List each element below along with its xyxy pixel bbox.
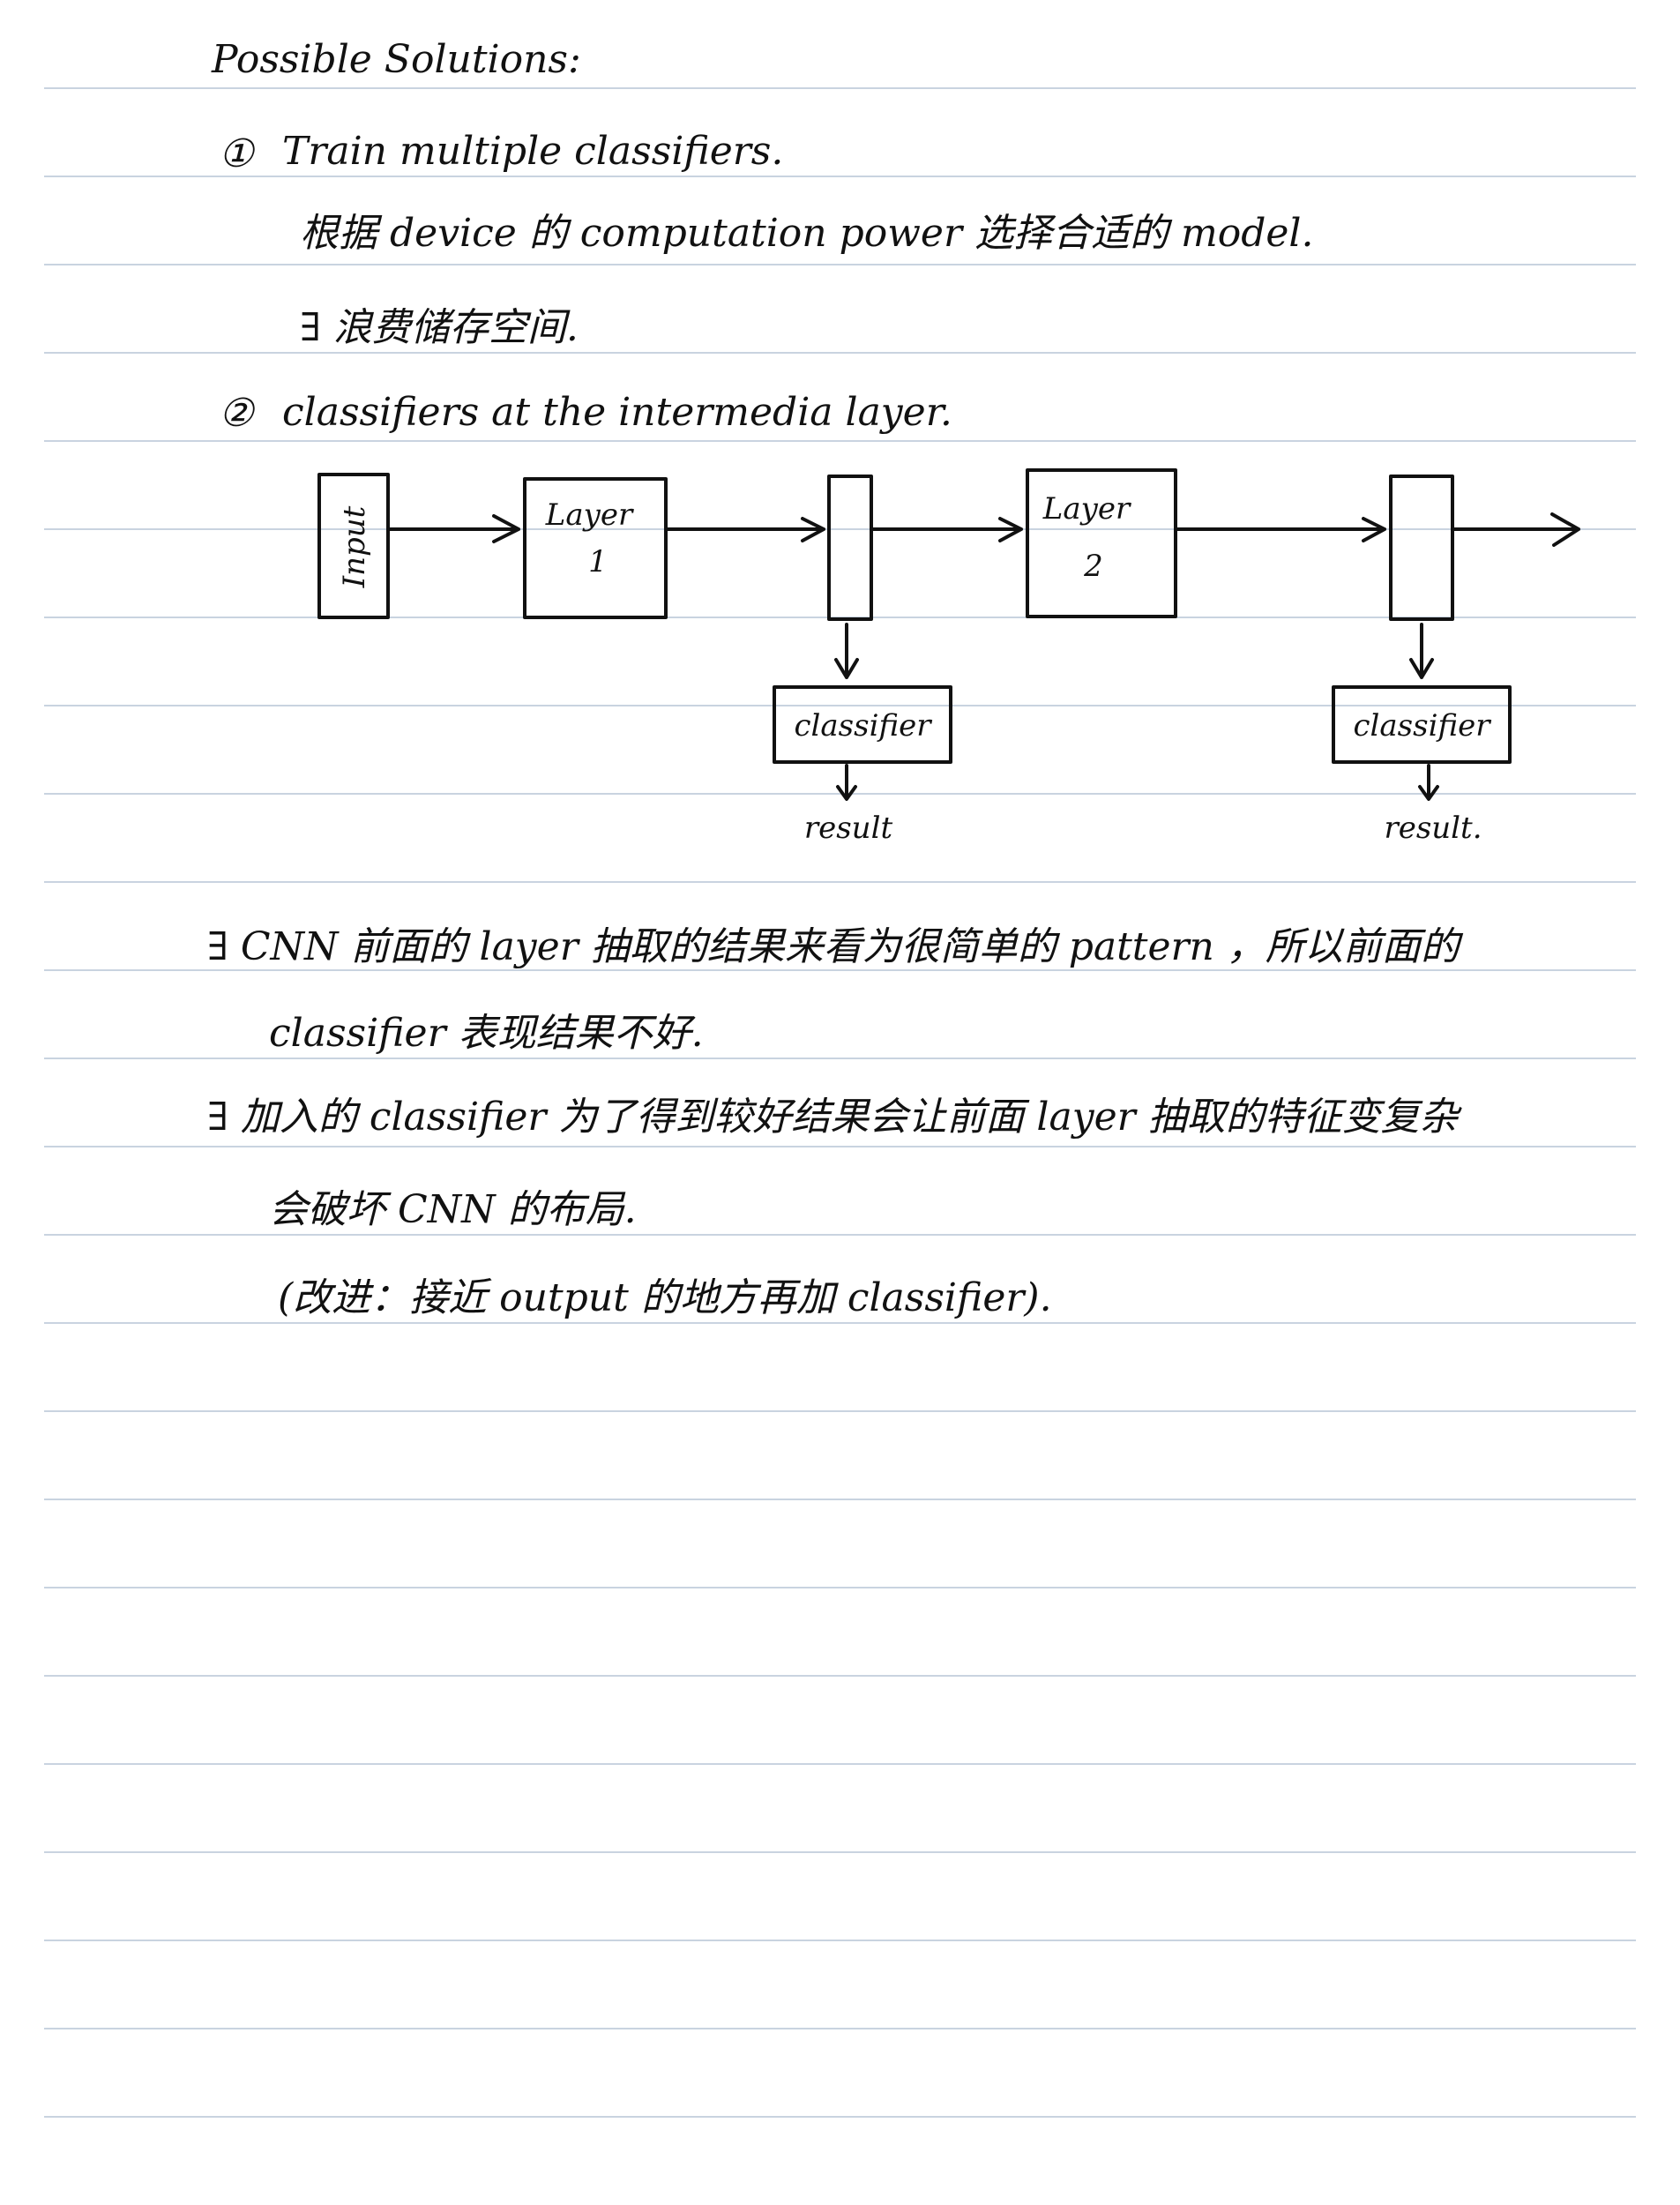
arrow-classifier2-to-result	[1418, 764, 1439, 801]
layer2-label-num: 2	[1083, 549, 1103, 584]
page-heading: Possible Solutions:	[212, 37, 581, 82]
item2-marker: ②	[219, 391, 254, 436]
arrow-classifier1-to-result	[836, 764, 857, 801]
arrow-feature1-to-classifier1	[834, 623, 859, 679]
note2-line2: 会破坏 CNN 的布局.	[269, 1187, 637, 1232]
arrow-layer2-to-feature2	[1174, 517, 1386, 542]
arrow-input-to-layer1	[386, 514, 520, 543]
item2-title: classifiers at the intermedia layer.	[282, 390, 952, 435]
input-label: Input	[337, 505, 372, 588]
item1-line1: 根据 device 的 computation power 选择合适的 mode…	[300, 211, 1314, 256]
note2-line1: ∃ 加入的 classifier 为了得到较好结果会让前面 layer 抽取的特…	[207, 1095, 1459, 1140]
arrow-feature1-to-layer2	[870, 517, 1023, 542]
arrow-feature2-output	[1451, 512, 1580, 547]
feature-box-1	[827, 475, 873, 621]
result2-label: result.	[1384, 811, 1482, 846]
result1-label: result	[804, 811, 893, 846]
layer1-label-num: 1	[588, 544, 608, 579]
item1-line2: ∃ 浪费储存空间.	[300, 305, 579, 350]
note2-line3: (改进：接近 output 的地方再加 classifier).	[278, 1275, 1052, 1320]
feature-box-2	[1389, 475, 1454, 621]
classifier1-box	[773, 685, 952, 764]
layer1-box	[523, 477, 668, 619]
note1-line2: classifier 表现结果不好.	[269, 1011, 704, 1056]
item1-marker: ①	[219, 131, 254, 176]
arrow-layer1-to-feature1	[664, 517, 825, 542]
classifier1-label: classifier	[794, 708, 932, 744]
layer1-label-word: Layer	[545, 497, 634, 533]
input-box	[317, 473, 390, 619]
classifier2-label: classifier	[1353, 708, 1491, 744]
layer2-box	[1026, 468, 1177, 618]
layer2-label-word: Layer	[1042, 491, 1131, 527]
intermediate-classifier-diagram: Input Layer 1 Layer 2 classifier classif…	[317, 468, 1580, 846]
note1-line1: ∃ CNN 前面的 layer 抽取的结果来看为很简单的 pattern ，所以…	[207, 924, 1460, 969]
classifier2-box	[1332, 685, 1512, 764]
arrow-feature2-to-classifier2	[1409, 623, 1434, 679]
item1-title: Train multiple classifiers.	[282, 129, 784, 174]
